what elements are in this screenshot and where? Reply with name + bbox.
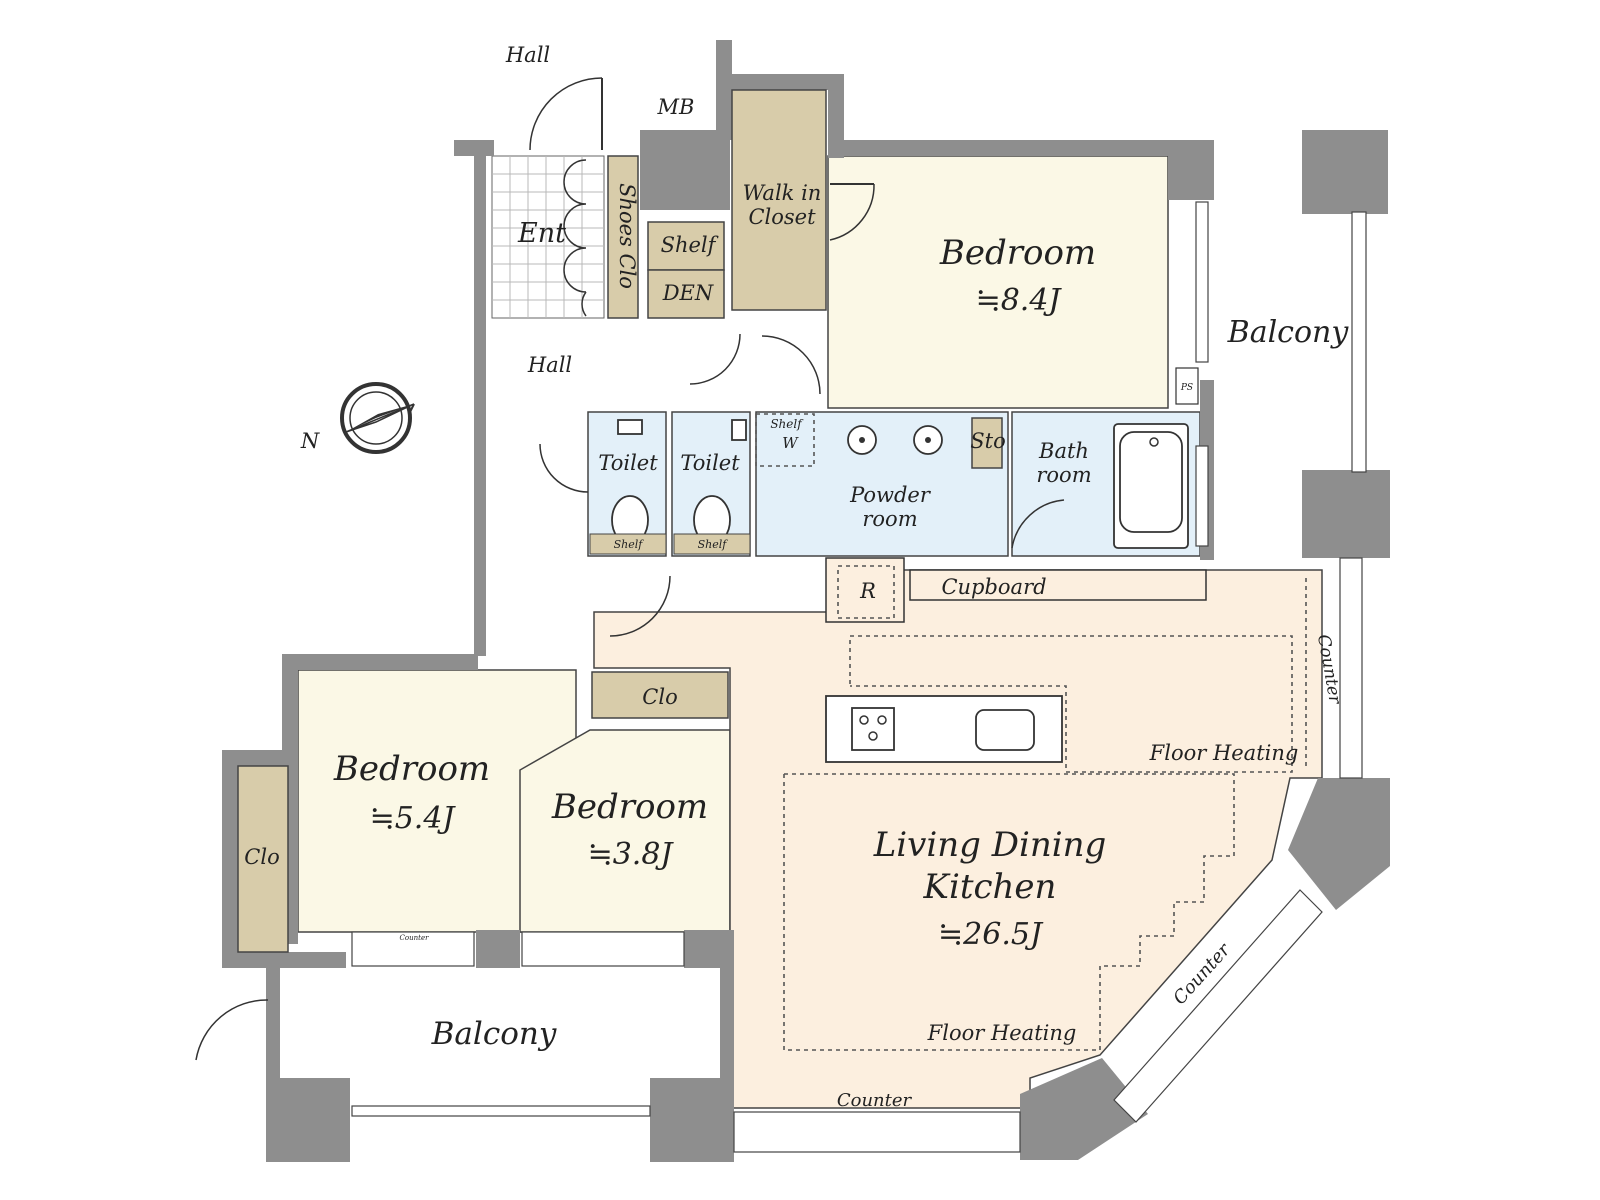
powder-room-floor <box>755 411 1009 557</box>
bath-room-label-1: Bath <box>1038 439 1089 463</box>
shoes-closet <box>607 155 639 319</box>
clo-mid-label: Clo <box>642 685 677 709</box>
mb-label: MB <box>657 95 695 119</box>
walk-in-closet-label-1: Walk in <box>743 181 822 205</box>
bedroom-54-label: Bedroom <box>333 749 490 789</box>
shelf-w-label: Shelf <box>770 417 804 431</box>
bedroom-38-label: Bedroom <box>551 787 708 827</box>
shelf-den <box>647 221 725 271</box>
hall-top-label: Hall <box>505 43 550 67</box>
shelf-toilet-2-label: Shelf <box>698 538 729 551</box>
ldk-label-1: Living Dining <box>873 825 1107 865</box>
toilet-1-label: Toilet <box>598 451 658 475</box>
ldk-size: ≒26.5J <box>938 917 1044 952</box>
ps-shaft <box>1175 367 1199 405</box>
den <box>647 269 725 319</box>
cupboard <box>909 569 1207 601</box>
balcony-right-label: Balcony <box>1227 315 1350 350</box>
bathtub <box>1113 423 1189 549</box>
toilet-fixtures <box>589 419 751 555</box>
ent-label: Ent <box>517 218 566 249</box>
bedroom-main-floor <box>827 155 1169 409</box>
clo-left-label: Clo <box>244 845 279 869</box>
shelf-w <box>755 413 815 467</box>
den-label: DEN <box>662 281 714 305</box>
bath-room-label-2: room <box>1036 463 1091 487</box>
bedroom-54-size: ≒5.4J <box>370 801 457 836</box>
powder-room-label-1: Powder <box>849 483 932 507</box>
powder-sinks <box>847 425 943 455</box>
bedroom-main-size: ≒8.4J <box>976 283 1063 318</box>
compass-icon <box>340 382 415 454</box>
balcony-bottom-label: Balcony <box>431 1016 557 1052</box>
cupboard-label: Cupboard <box>941 575 1046 599</box>
walk-in-closet-label-2: Closet <box>748 205 816 229</box>
powder-room-label-2: room <box>862 507 917 531</box>
shoes-clo-label: Shoes Clo <box>615 183 639 289</box>
clo-mid <box>591 671 729 719</box>
shelf-toilet-1-label: Shelf <box>614 538 645 551</box>
walk-in-closet <box>731 89 827 311</box>
bedroom-38-floor <box>519 729 731 933</box>
clo-left <box>237 765 289 953</box>
walls <box>222 40 1390 1162</box>
doors <box>195 77 1065 1061</box>
ps-label: PS <box>1180 383 1193 393</box>
counter-small-label: Counter <box>400 934 430 942</box>
sto-closet <box>971 417 1003 469</box>
counter-bottom-label: Counter <box>837 1090 913 1111</box>
fridge-space <box>825 557 905 623</box>
kitchen-island <box>825 695 1063 763</box>
bedroom-38-size: ≒3.8J <box>588 837 675 872</box>
bedroom-main-label: Bedroom <box>939 233 1096 273</box>
w-label: W <box>782 434 799 452</box>
floor-heating-1-label: Floor Heating <box>1149 741 1299 765</box>
entrance-floor <box>491 155 605 319</box>
floor-heating-2-label: Floor Heating <box>927 1021 1077 1045</box>
compass-north-label: N <box>300 429 320 453</box>
hall-mid-label: Hall <box>527 353 572 377</box>
toilet-2-label: Toilet <box>680 451 740 475</box>
shelf-den-label: Shelf <box>661 233 719 257</box>
ldk-label-2: Kitchen <box>923 867 1057 907</box>
windows <box>351 201 1367 1153</box>
r-label: R <box>859 579 876 603</box>
sto-label: Sto <box>970 429 1005 453</box>
